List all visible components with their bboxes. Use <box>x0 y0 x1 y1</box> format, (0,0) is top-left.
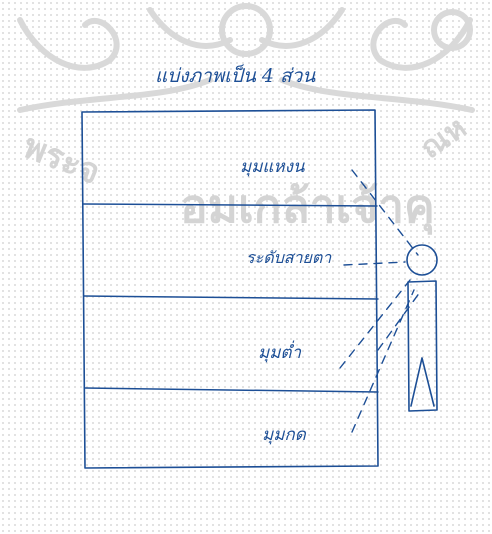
divider-1 <box>82 203 378 207</box>
sight-lines <box>339 169 421 433</box>
section-label-low-angle: มุมต่ำ <box>258 340 301 363</box>
watermark-text-center: อมเกล้าเจ้าคุ <box>180 179 435 235</box>
watermark-text-left: พระจ <box>18 126 106 193</box>
frame-outline <box>81 109 379 469</box>
page-title: แบ่งภาพเป็น 4 ส่วน <box>155 64 316 87</box>
section-label-worm-angle: มุมกด <box>262 425 307 445</box>
divider-2 <box>83 295 379 300</box>
divider-3 <box>84 387 379 393</box>
section-label-high-angle: มุมแหงน <box>240 157 305 177</box>
viewer-figure <box>406 244 438 412</box>
section-label-eye-level: ระดับสายตา <box>246 248 332 267</box>
watermark-emblem <box>17 3 475 113</box>
watermark-text-right: ณห <box>414 110 473 166</box>
